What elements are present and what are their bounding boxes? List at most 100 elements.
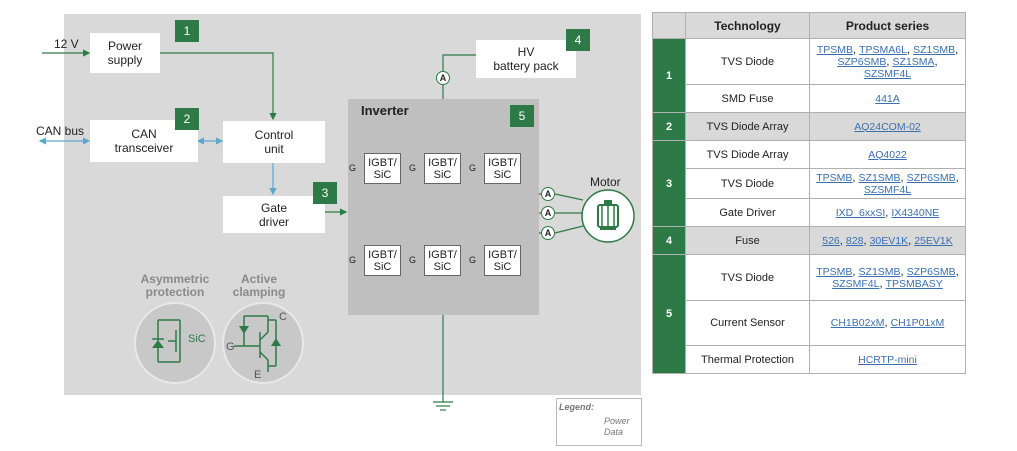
product-link[interactable]: SZ1SMB <box>858 265 901 278</box>
product-link[interactable]: 828 <box>845 234 864 247</box>
gate-label: G <box>409 255 417 265</box>
product-series-cell: 526, 828, 30EV1K, 25EV1K <box>809 226 966 255</box>
power-supply-line2: supply <box>107 53 143 67</box>
group-number-cell: 2 <box>652 112 686 141</box>
product-link[interactable]: CH1P01xM <box>890 317 945 329</box>
can-bus-label: CAN bus <box>36 124 85 138</box>
gate-driver-line2: driver <box>258 214 289 229</box>
switch-bottom-3: IGBT/SiC <box>484 245 521 276</box>
product-link[interactable]: SZSMF4L <box>863 183 912 196</box>
technology-cell: Fuse <box>685 226 810 255</box>
technology-cell: Current Sensor <box>685 300 810 346</box>
asym-protection-symbol: SiC <box>152 319 206 363</box>
control-unit-line1: Control <box>254 128 294 142</box>
product-link[interactable]: HCRTP-mini <box>858 353 917 366</box>
clamp-pin-c: C <box>279 311 287 323</box>
product-link[interactable]: SZ1SMB <box>913 43 956 56</box>
motor-icon <box>581 189 635 243</box>
legend-power: Power <box>604 416 630 426</box>
product-link[interactable]: SZSMF4L <box>863 67 912 80</box>
technology-cell: Gate Driver <box>685 198 810 227</box>
product-series-cell: AQ24COM-02 <box>809 112 966 141</box>
product-link[interactable]: 526 <box>822 234 840 247</box>
product-link[interactable]: SZSMF4L <box>832 277 880 290</box>
switch-bottom-2: IGBT/SiC <box>424 245 461 276</box>
marker-4: 4 <box>566 29 590 51</box>
asym-protection-icon <box>134 302 216 384</box>
technology-cell: SMD Fuse <box>685 84 810 113</box>
product-link[interactable]: SZP6SMB <box>837 55 887 68</box>
technology-cell: TVS Diode Array <box>685 112 810 141</box>
clamp-pin-e: E <box>254 369 261 381</box>
gate-driver-line1: Gate <box>260 200 287 215</box>
table-row: SMD Fuse 441A <box>653 84 966 113</box>
switch-top-3: IGBT/SiC <box>484 153 521 184</box>
hv-battery-line1: HV <box>517 45 535 59</box>
hv-battery-line2: battery pack <box>493 59 559 73</box>
switch-top-1: IGBT/SiC <box>364 153 401 184</box>
product-link[interactable]: IX4340NE <box>891 206 940 219</box>
product-link[interactable]: TPSMA6L <box>859 43 907 56</box>
legend-box <box>556 398 642 446</box>
marker-2: 2 <box>175 108 199 130</box>
marker-5: 5 <box>510 105 534 127</box>
product-link[interactable]: IXD_6xxSI <box>835 206 886 219</box>
technology-cell: TVS Diode Array <box>685 140 810 169</box>
power-supply-line1: Power <box>107 39 142 53</box>
group-number-cell: 1 <box>652 38 686 113</box>
product-link[interactable]: TPSMB <box>816 265 853 278</box>
product-link[interactable]: CH1B02xM <box>830 317 885 329</box>
technology-cell: Thermal Protection <box>685 345 810 374</box>
product-link[interactable]: TPSMB <box>816 43 853 56</box>
ammeter-hv: A <box>436 71 450 85</box>
product-link[interactable]: SZP6SMB <box>906 265 956 278</box>
group-number-cell: 5 <box>652 254 686 374</box>
product-series-cell: HCRTP-mini <box>809 345 966 374</box>
product-link[interactable]: SZ1SMB <box>858 171 901 184</box>
product-link[interactable]: SZ1SMA <box>892 55 935 68</box>
product-link[interactable]: AQ24COM-02 <box>854 120 921 133</box>
technology-cell: TVS Diode <box>685 168 810 199</box>
product-series-cell: IXD_6xxSI, IX4340NE <box>809 198 966 227</box>
can-transceiver-line1: CAN <box>131 127 157 141</box>
product-link[interactable]: 25EV1K <box>914 234 953 247</box>
product-link[interactable]: SZP6SMB <box>906 171 956 184</box>
product-link[interactable]: AQ4022 <box>868 148 907 161</box>
product-link[interactable]: 441A <box>875 92 900 105</box>
asym-sic-label: SiC <box>188 333 206 345</box>
product-link[interactable]: TPSMBASY <box>885 277 943 290</box>
ammeter-phase-3: A <box>541 226 555 240</box>
technology-cell: TVS Diode <box>685 38 810 85</box>
technology-header: Technology <box>685 12 810 39</box>
ammeter-phase-1: A <box>541 187 555 201</box>
product-series-cell: TPSMB, TPSMA6L, SZ1SMB, SZP6SMB, SZ1SMA,… <box>809 38 966 85</box>
product-series-header: Product series <box>809 12 966 39</box>
group-number-cell: 4 <box>652 226 686 255</box>
marker-1: 1 <box>175 20 199 42</box>
technology-cell: TVS Diode <box>685 254 810 301</box>
product-series-cell: TPSMB, SZ1SMB, SZP6SMB, SZSMF4L, TPSMBAS… <box>809 254 966 301</box>
inverter-title: Inverter <box>361 103 409 118</box>
clamp-pin-g: G <box>226 341 235 353</box>
ammeter-phase-2: A <box>541 206 555 220</box>
product-series-cell: CH1B02xM, CH1P01xM <box>809 300 966 346</box>
gate-label: G <box>349 163 357 173</box>
gate-label: G <box>409 163 417 173</box>
active-clamping-symbol: C G E <box>226 311 287 381</box>
product-link[interactable]: TPSMB <box>816 171 853 184</box>
control-unit-line2: unit <box>264 142 284 156</box>
wire-ps-cu <box>160 52 277 121</box>
can-transceiver-line2: transceiver <box>114 141 174 155</box>
product-link[interactable]: 30EV1K <box>869 234 909 247</box>
